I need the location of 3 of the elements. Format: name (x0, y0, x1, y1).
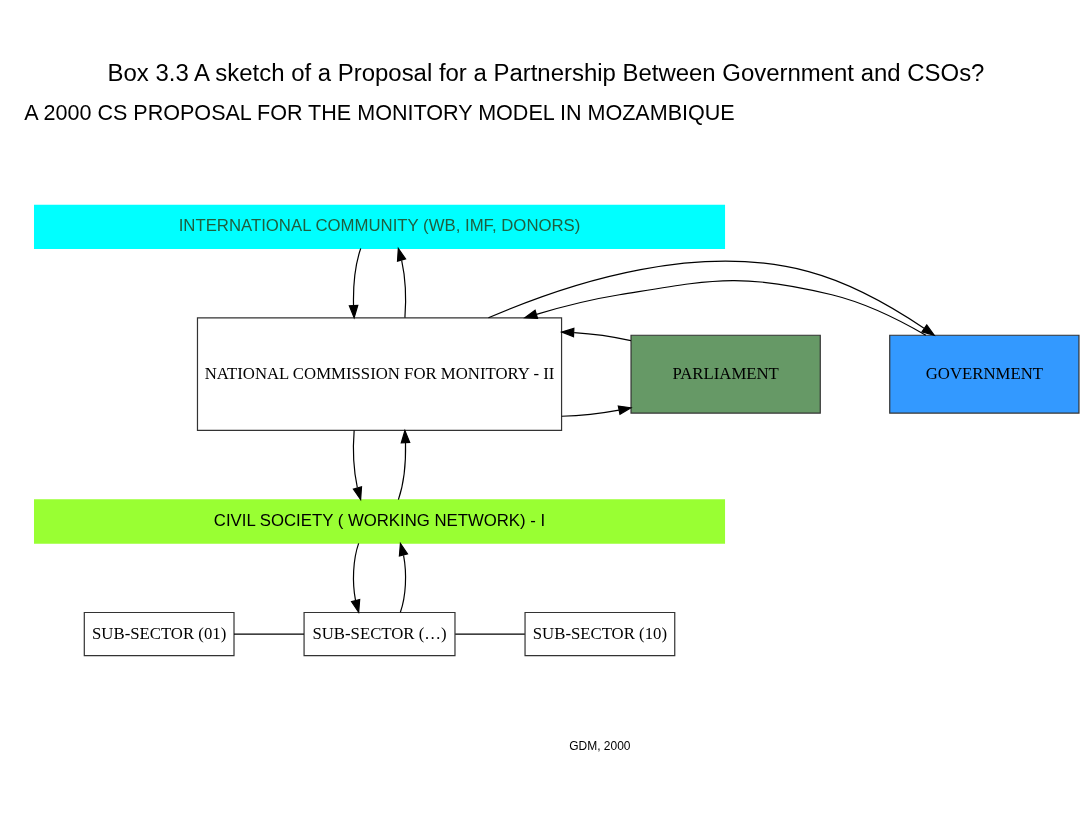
diagram-title: Box 3.3 A sketch of a Proposal for a Partnership Between Government and CSOs? (107, 58, 985, 86)
label: GDM, 2000 (569, 738, 631, 753)
label: A 2000 CS PROPOSAL FOR THE MONITORY MODEL IN MOZAMBIQUE (24, 99, 735, 125)
